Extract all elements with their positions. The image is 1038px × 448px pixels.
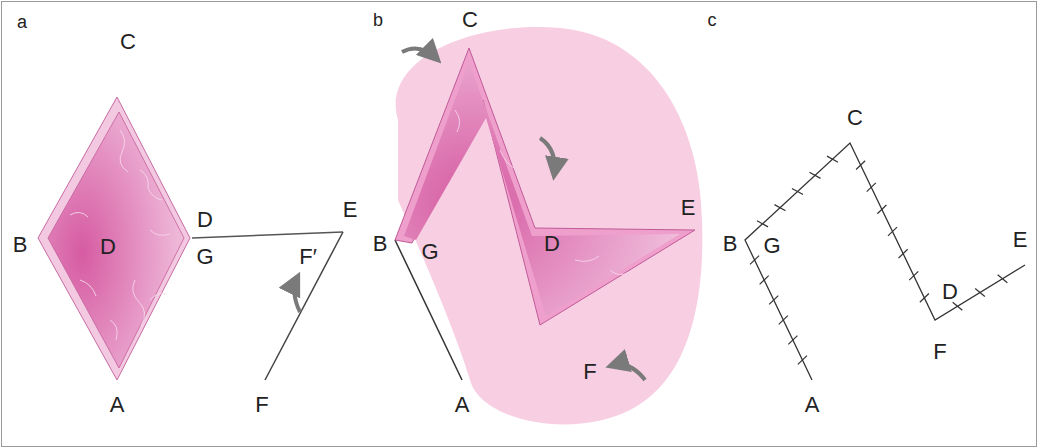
skin-region (396, 27, 703, 424)
suture-stitch (809, 172, 820, 178)
point-label: F′ (299, 246, 317, 268)
point-label: F (933, 341, 946, 363)
point-label: B (13, 234, 28, 256)
suture-stitch (788, 336, 797, 345)
incision-line (395, 240, 462, 380)
point-label: D (197, 209, 213, 231)
point-label: G (196, 246, 213, 268)
point-label: E (343, 199, 358, 221)
point-label: C (120, 31, 136, 53)
suture-stitch (779, 316, 788, 325)
point-label: C (462, 9, 478, 31)
suture-line (745, 143, 1025, 380)
rotation-arrow (294, 276, 300, 312)
rotation-arrow (540, 138, 555, 176)
panel-letter: a (17, 13, 27, 31)
point-label: D (100, 236, 116, 258)
suture-stitch (899, 249, 908, 258)
point-label: A (455, 394, 470, 416)
tissue-texture (455, 110, 630, 275)
point-label: F (583, 361, 596, 383)
suture-stitch (888, 227, 897, 236)
point-label: D (942, 281, 958, 303)
suture-stitch (920, 293, 929, 302)
rotation-arrow (402, 48, 438, 60)
rotation-arrow (610, 365, 645, 380)
suture-stitch (867, 183, 876, 192)
panel-letter: b (373, 11, 383, 29)
panel-letter: c (708, 11, 717, 29)
suture-stitch (769, 296, 778, 305)
suture-stitch (750, 256, 759, 265)
suture-stitch (798, 356, 807, 365)
point-label: B (373, 233, 388, 255)
point-label: F (255, 394, 268, 416)
transposed-flap-inner (404, 62, 680, 316)
suture-stitch (792, 188, 803, 194)
tissue-texture (70, 130, 170, 340)
point-label: D (544, 233, 560, 255)
point-label: B (723, 233, 738, 255)
point-label: A (805, 394, 820, 416)
point-label: G (763, 235, 780, 257)
suture-stitch (760, 276, 769, 285)
point-label: E (1013, 229, 1028, 251)
point-label: E (681, 197, 696, 219)
suture-stitch (757, 221, 768, 227)
point-label: C (847, 107, 863, 129)
suture-stitches (750, 156, 1007, 364)
suture-stitch (975, 288, 985, 296)
suture-stitch (998, 275, 1008, 283)
incision-line (265, 232, 343, 380)
rhombus-bed (48, 112, 184, 368)
suture-stitch (909, 271, 918, 280)
suture-stitch (953, 302, 963, 310)
suture-stitch (827, 156, 838, 162)
point-label: G (421, 241, 438, 263)
transposed-flap (395, 48, 695, 325)
suture-stitch (856, 161, 865, 170)
incision-line (192, 232, 343, 238)
suture-stitch (877, 205, 886, 214)
suture-stitch (774, 205, 785, 211)
rhombus-defect (38, 97, 190, 380)
point-label: A (110, 394, 125, 416)
